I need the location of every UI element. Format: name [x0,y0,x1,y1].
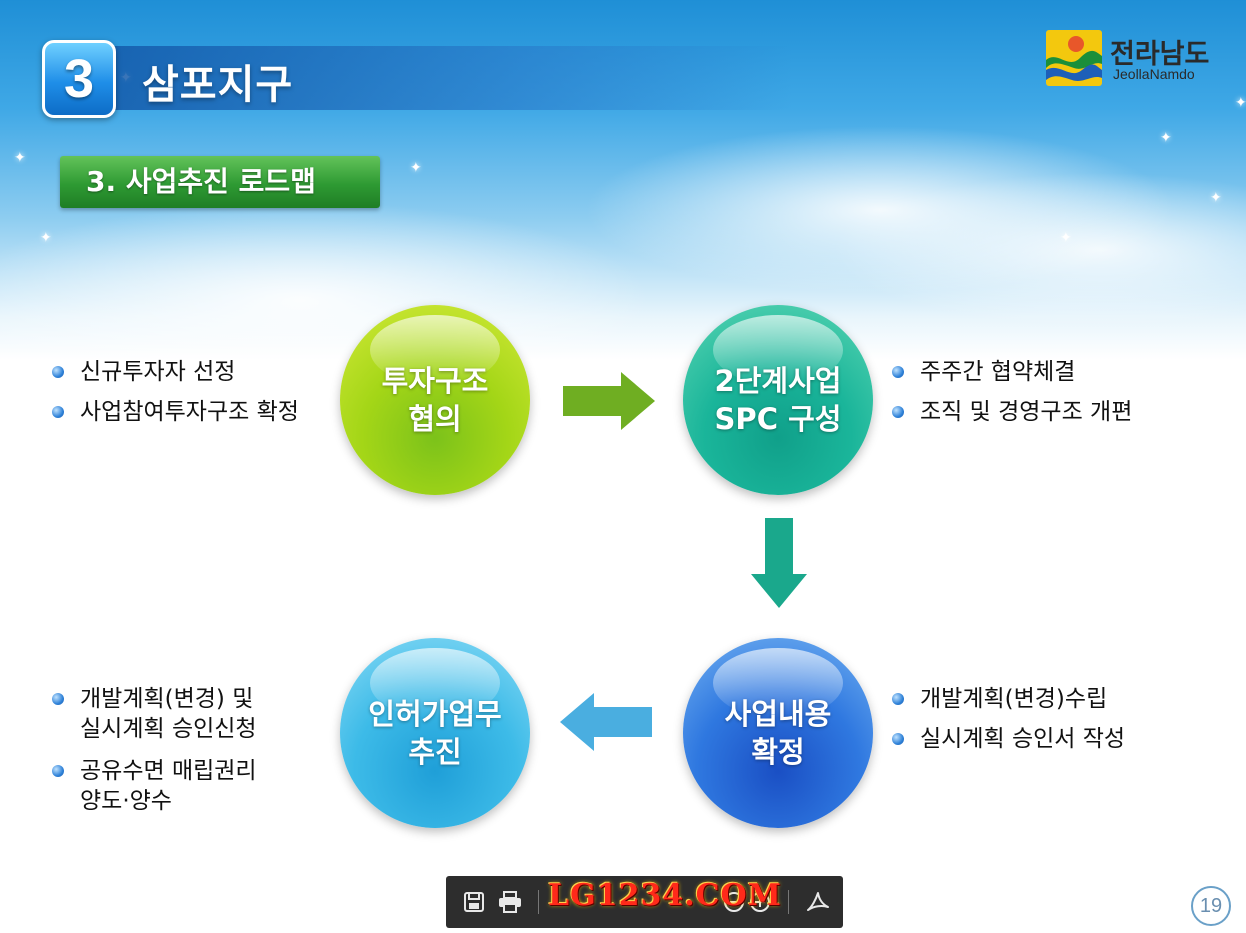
pdf-viewer-toolbar [446,876,843,928]
acrobat-icon[interactable] [804,888,832,916]
sparkle-icon: ✦ [1235,95,1246,111]
bullet-dot-icon [892,733,904,745]
title-bar [112,46,792,110]
sparkle-icon: ✦ [1060,230,1072,246]
jeollanamdo-logo-icon [1046,30,1102,86]
arrow-down-icon [751,518,807,608]
list-item: 개발계획(변경)수립 [892,684,1125,714]
sparkle-icon: ✦ [40,230,52,246]
step-label-line2: 협의 [408,402,462,436]
logo-name-korean: 전라남도 [1110,39,1210,70]
bullet-dot-icon [52,406,64,418]
section-label: 3. 사업추진 로드맵 [60,156,380,208]
step-circle-permits: 인허가업무 추진 [340,638,530,828]
arrow-right-icon [563,372,655,430]
section-number-badge: 3 [42,40,116,118]
bullet-list-step3: 개발계획(변경)수립 실시계획 승인서 작성 [892,684,1125,764]
list-item: 주주간 협약체결 [892,357,1132,387]
step-label-line1: 사업내용 [724,697,832,731]
bullet-dot-icon [892,406,904,418]
list-item: 실시계획 승인서 작성 [892,724,1125,754]
sparkle-icon: ✦ [1210,190,1222,206]
step-circle-business-content: 사업내용 확정 [683,638,873,828]
sparkle-icon: ✦ [1160,130,1172,146]
page-title: 삼포지구 [142,62,294,108]
sparkle-icon: ✦ [14,150,26,166]
bullet-list-step1: 신규투자자 선정 사업참여투자구조 확정 [52,357,299,437]
page-number: 19 [1191,886,1231,926]
sparkle-icon: ✦ [410,160,422,176]
toolbar-divider [788,890,789,914]
print-icon[interactable] [496,888,524,916]
step-label-line1: 인허가업무 [368,697,502,731]
step-circle-spc: 2단계사업 SPC 구성 [683,305,873,495]
logo-name-english: JeollaNamdo [1113,66,1195,82]
step-label-line1: 2단계사업 [714,364,842,398]
zoom-in-icon[interactable] [746,888,774,916]
arrow-left-icon [560,693,652,751]
bullet-dot-icon [892,693,904,705]
list-item: 신규투자자 선정 [52,357,299,387]
list-item: 조직 및 경영구조 개편 [892,397,1132,427]
list-item: 사업참여투자구조 확정 [52,397,299,427]
bullet-dot-icon [892,366,904,378]
step-label-line1: 투자구조 [381,364,489,398]
step-label-line2: 추진 [408,735,462,769]
bullet-dot-icon [52,765,64,777]
watermark-text: LG1234.COM [548,878,782,913]
step-circle-investment-structure: 투자구조 협의 [340,305,530,495]
zoom-out-icon[interactable] [720,888,748,916]
save-icon[interactable] [460,888,488,916]
bullet-dot-icon [52,693,64,705]
bullet-list-step2: 주주간 협약체결 조직 및 경영구조 개편 [892,357,1132,437]
step-label-line2: SPC 구성 [714,402,842,436]
toolbar-divider [538,890,539,914]
step-label-line2: 확정 [751,735,805,769]
bullet-dot-icon [52,366,64,378]
